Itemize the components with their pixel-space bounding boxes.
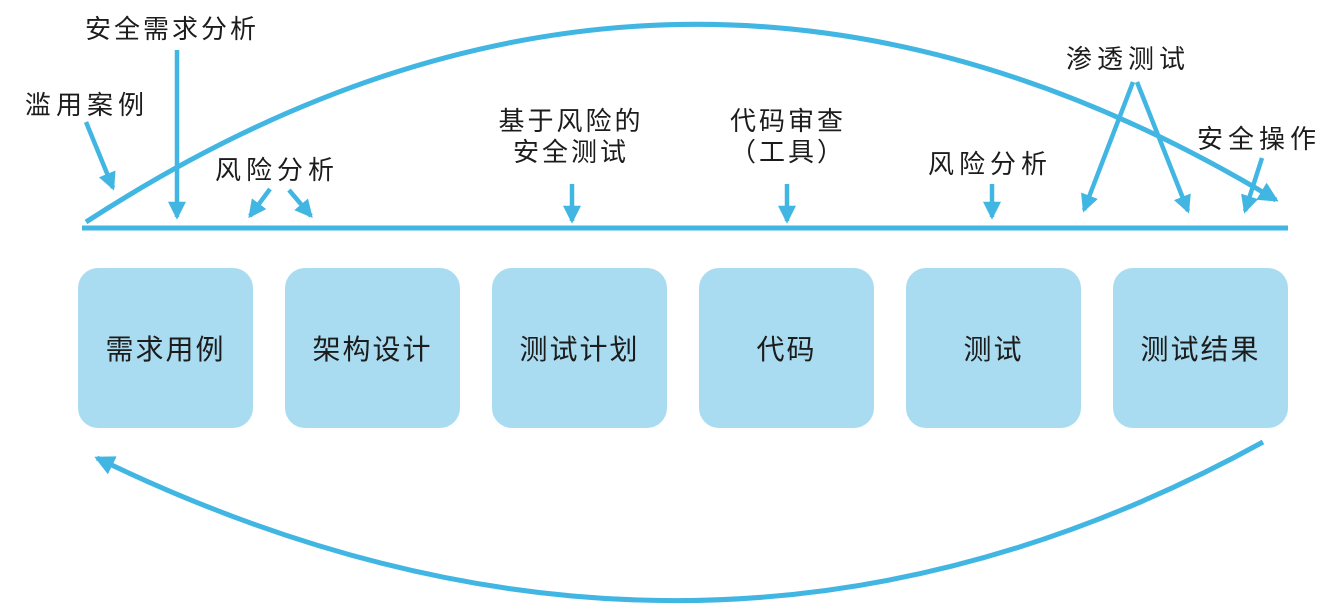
label-abuse-case: 滥用案例 xyxy=(25,91,150,120)
label-risk-based-testing: 基于风险的 安全测试 xyxy=(495,106,647,168)
stage-label: 测试计划 xyxy=(519,335,640,366)
penetration-testing-arrow-left xyxy=(1081,81,1136,213)
stage-box-test-results: 测试结果 xyxy=(1113,268,1288,428)
label-risk-analysis-left: 风险分析 xyxy=(215,156,340,185)
risk-analysis-left-arrow-b xyxy=(287,188,313,219)
stage-box-test-plan: 测试计划 xyxy=(492,268,667,428)
label-penetration-testing: 渗透测试 xyxy=(1066,45,1191,74)
stage-label: 代码 xyxy=(756,335,817,366)
stage-row: 需求用例 架构设计 测试计划 代码 测试 测试结果 xyxy=(78,268,1288,428)
label-risk-analysis-right: 风险分析 xyxy=(928,150,1053,179)
stage-label: 需求用例 xyxy=(105,335,226,366)
stage-box-requirements: 需求用例 xyxy=(78,268,253,428)
label-security-operations: 安全操作 xyxy=(1197,125,1322,154)
risk-analysis-left-arrow-a xyxy=(248,187,272,219)
label-code-review: 代码审查 （工具） xyxy=(712,106,864,168)
stage-box-architecture: 架构设计 xyxy=(285,268,460,428)
penetration-testing-arrow-right xyxy=(1134,81,1191,214)
label-code-review-line1: 代码审查 xyxy=(729,107,846,136)
stage-label: 测试 xyxy=(963,335,1024,366)
stage-label: 测试结果 xyxy=(1140,335,1261,366)
label-risk-based-testing-line2: 安全测试 xyxy=(512,138,629,167)
label-code-review-line2: （工具） xyxy=(729,138,846,167)
security-operations-arrow xyxy=(1241,157,1265,214)
abuse-case-arrow xyxy=(83,121,116,191)
stage-label: 架构设计 xyxy=(312,335,433,366)
stage-box-code: 代码 xyxy=(699,268,874,428)
label-risk-based-testing-line1: 基于风险的 xyxy=(498,107,644,136)
top-arc-arrow xyxy=(84,21,1279,225)
label-security-requirements: 安全需求分析 xyxy=(85,15,260,44)
bottom-feedback-arrow xyxy=(94,439,1265,603)
stage-box-test: 测试 xyxy=(906,268,1081,428)
